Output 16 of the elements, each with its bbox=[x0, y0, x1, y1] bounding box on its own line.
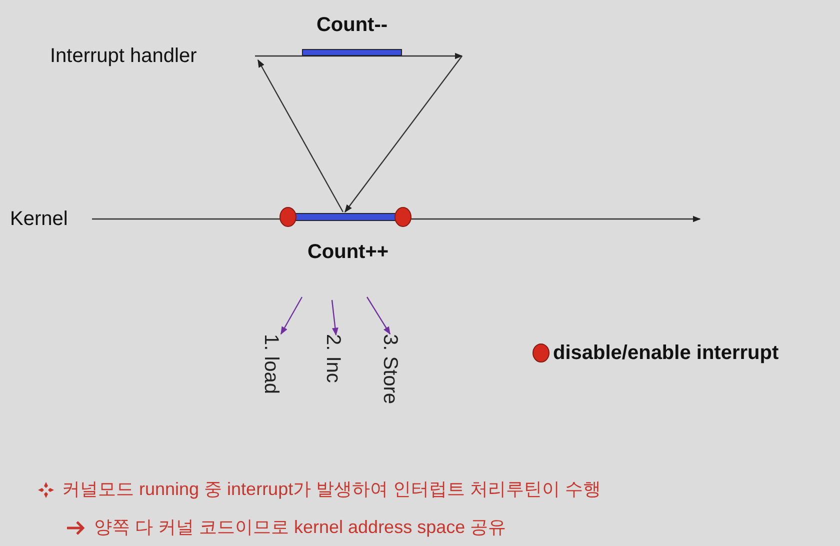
bar-title: Count++ bbox=[307, 240, 389, 265]
bar-title: Count-- bbox=[316, 13, 388, 38]
arrow bbox=[255, 52, 463, 60]
step-label: 2. Inc bbox=[320, 334, 346, 408]
timeline-label: Kernel bbox=[10, 206, 92, 232]
step-label: 3. Store bbox=[377, 334, 403, 434]
legend-text: disable/enable interrupt bbox=[553, 341, 779, 366]
arrow bbox=[366, 296, 391, 335]
arrow bbox=[344, 56, 462, 213]
arrow bbox=[280, 296, 303, 335]
step-label: 1. load bbox=[258, 334, 284, 428]
note-text: 양쪽 다 커널 코드이므로 kernel address space 공유 bbox=[94, 516, 506, 539]
arrow bbox=[331, 300, 338, 336]
note-text: 커널모드 running 중 interrupt가 발생하여 인터럽트 처리루틴이 수행 bbox=[62, 478, 602, 501]
arrow bbox=[257, 59, 344, 212]
timeline-label: Interrupt handler bbox=[50, 42, 258, 70]
